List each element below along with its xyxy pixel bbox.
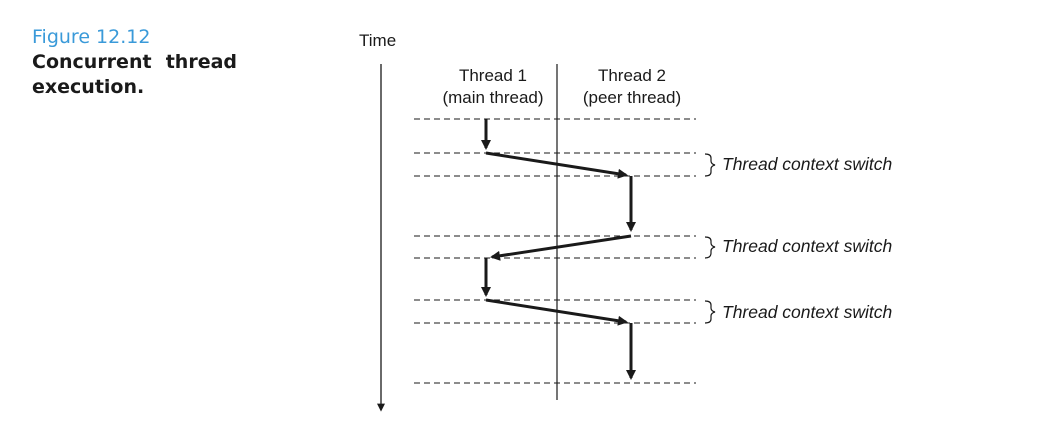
brace-icon: [704, 300, 716, 324]
context-switch-label: Thread context switch: [722, 236, 892, 256]
figure-caption: Figure 12.12 Concurrent thread execution…: [32, 24, 252, 100]
figure-title: Concurrent thread execution.: [32, 51, 237, 98]
switch-arrow-1: [485, 151, 628, 179]
context-switch-label: Thread context switch: [722, 302, 892, 322]
thread-2-sublabel: (peer thread): [583, 88, 681, 107]
time-label: Time: [359, 31, 396, 50]
time-slice-lines: [414, 118, 696, 384]
switch-arrow-2: [490, 234, 632, 261]
thread-1-sublabel: (main thread): [442, 88, 543, 107]
switch-arrow-3: [485, 298, 628, 326]
brace-icon: [704, 153, 716, 177]
context-switch-braces: [704, 153, 716, 324]
brace-icon: [704, 236, 716, 259]
execution-flow: [481, 119, 636, 380]
context-switch-label: Thread context switch: [722, 154, 892, 174]
thread-2-label: Thread 2: [598, 66, 666, 85]
thread-1-label: Thread 1: [459, 66, 527, 85]
figure-number: Figure 12.12: [32, 26, 151, 48]
